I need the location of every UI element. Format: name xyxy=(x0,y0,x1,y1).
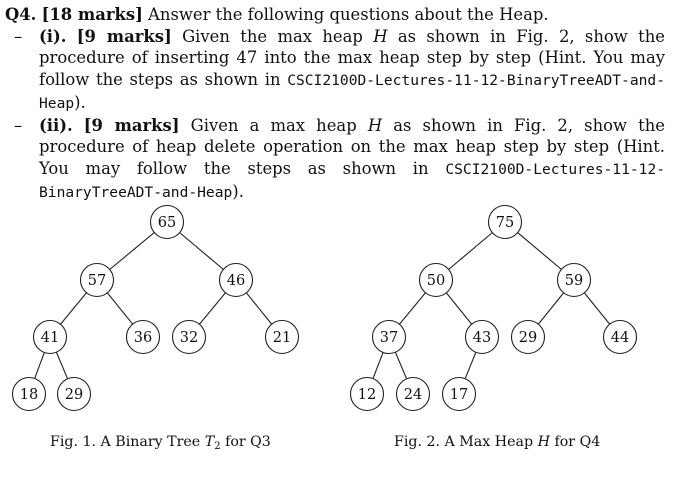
fig1-node-label: 46 xyxy=(227,273,245,289)
fig2-node: 12 xyxy=(349,376,385,412)
fig1-node: 36 xyxy=(125,319,161,355)
fig2-node: 75 xyxy=(487,204,523,240)
fig1-node-label: 36 xyxy=(134,330,152,346)
fig2-node: 24 xyxy=(395,376,431,412)
fig2-node-label: 59 xyxy=(565,273,583,289)
fig2-node-label: 12 xyxy=(358,387,376,403)
fig2-caption-suffix: for Q4 xyxy=(554,434,601,450)
fig1-node: 18 xyxy=(11,376,47,412)
bullet-dash: – xyxy=(14,115,23,135)
fig2-caption-text: Fig. 2. A Max Heap xyxy=(394,434,534,450)
fig2-node-label: 50 xyxy=(427,273,445,289)
fig1-node-label: 65 xyxy=(158,215,176,231)
fig2-node-label: 24 xyxy=(404,387,422,403)
fig1-node: 57 xyxy=(79,262,115,298)
part-ii-text-a: Given a max heap xyxy=(190,115,357,135)
part-ii-heap-symbol: H xyxy=(367,115,383,135)
fig2-edges xyxy=(366,221,621,395)
part-ii: –(ii). [9 marks] Given a max heap H as s… xyxy=(5,115,665,204)
part-i-heap-symbol: H xyxy=(373,26,388,46)
question-marks: [18 marks] xyxy=(41,5,143,24)
fig2-node: 59 xyxy=(556,262,592,298)
fig2-node-label: 44 xyxy=(611,330,629,346)
part-ii-marks: [9 marks] xyxy=(83,115,180,135)
bullet-dash: – xyxy=(14,26,23,46)
fig2-node-label: 75 xyxy=(496,215,514,231)
fig2-node: 17 xyxy=(441,376,477,412)
fig1-caption: Fig. 1. A Binary Tree T2 for Q3 xyxy=(50,434,271,452)
fig1-node-label: 29 xyxy=(65,387,83,403)
fig2-node: 43 xyxy=(464,319,500,355)
question-title: Q4. [18 marks] Answer the following ques… xyxy=(5,4,665,26)
part-i-label: (i). xyxy=(39,26,67,46)
fig1-edges xyxy=(28,221,283,395)
fig1-caption-subscript: 2 xyxy=(214,441,221,452)
part-i-text-a: Given the max heap xyxy=(182,26,363,46)
part-i-lecture-ref: CSCI2100D-Lectures-11-12-BinaryTreeADT-a… xyxy=(39,72,665,112)
part-i-text-c: ). xyxy=(74,92,86,112)
fig1-node-label: 41 xyxy=(41,330,59,346)
fig1-caption-suffix: for Q3 xyxy=(225,434,271,450)
fig2-node-label: 17 xyxy=(450,387,468,403)
part-ii-label: (ii). xyxy=(39,115,73,135)
fig1-node-label: 57 xyxy=(88,273,106,289)
part-ii-text-c: ). xyxy=(232,181,244,201)
part-i: –(i). [9 marks] Given the max heap H as … xyxy=(5,26,665,115)
fig1-node: 32 xyxy=(171,319,207,355)
question-label: Q4. xyxy=(5,5,37,24)
part-i-text-b: as shown in Fig. 2, show the procedure o… xyxy=(39,26,665,90)
fig2-node-label: 29 xyxy=(519,330,537,346)
fig1-caption-text: Fig. 1. A Binary Tree xyxy=(50,434,201,450)
fig1-node-label: 21 xyxy=(273,330,291,346)
part-ii-lecture-ref: CSCI2100D-Lectures-11-12-BinaryTreeADT-a… xyxy=(39,160,666,201)
question-text: Answer the following questions about the… xyxy=(148,5,549,24)
fig1-node-label: 32 xyxy=(180,330,198,346)
fig2-node: 29 xyxy=(510,319,546,355)
question-block: Q4. [18 marks] Answer the following ques… xyxy=(5,4,665,203)
fig1-caption-symbol: T xyxy=(204,434,215,450)
fig2-node: 50 xyxy=(418,262,454,298)
part-i-marks: [9 marks] xyxy=(76,26,172,46)
fig1-node: 41 xyxy=(32,319,68,355)
fig1-node-label: 18 xyxy=(20,387,38,403)
fig1-node: 29 xyxy=(56,376,92,412)
fig2-caption-symbol: H xyxy=(537,434,550,450)
fig1-node: 21 xyxy=(264,319,300,355)
fig1-node: 65 xyxy=(149,204,185,240)
fig2-node-label: 37 xyxy=(380,330,398,346)
part-ii-text-b: as shown in Fig. 2, show the procedure o… xyxy=(39,115,666,178)
fig2-node: 37 xyxy=(371,319,407,355)
fig2-node-label: 43 xyxy=(473,330,491,346)
fig2-caption: Fig. 2. A Max Heap H for Q4 xyxy=(394,434,600,450)
fig2-node: 44 xyxy=(602,319,638,355)
fig1-node: 46 xyxy=(218,262,254,298)
